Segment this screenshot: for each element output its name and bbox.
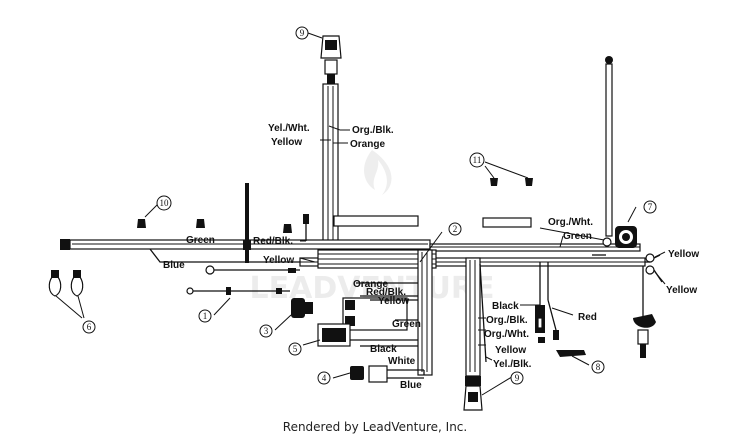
callout-10: 10: [156, 195, 172, 211]
callout-11: 11: [469, 152, 485, 168]
callout-9-top: 9: [295, 26, 309, 40]
label-org-wht-right2: Org./Wht.: [484, 329, 529, 340]
callout-5: 5: [288, 342, 302, 356]
label-black-mid: Black: [370, 344, 397, 355]
left-components: [48, 183, 309, 319]
svg-text:8: 8: [596, 362, 601, 372]
svg-text:6: 6: [87, 322, 92, 332]
svg-text:1: 1: [203, 311, 208, 321]
callout-7: 7: [643, 200, 657, 214]
label-yellow-right3: Yellow: [495, 345, 526, 356]
label-yel-wht: Yel./Wht.: [268, 123, 310, 134]
svg-text:10: 10: [160, 198, 170, 208]
label-black-right: Black: [492, 301, 519, 312]
label-org-blk-right: Org./Blk.: [486, 315, 528, 326]
label-yel-blk: Yel./Blk.: [493, 359, 532, 370]
label-orange-mid: Orange: [353, 279, 388, 290]
center-components: [291, 215, 532, 383]
label-yellow-top: Yellow: [271, 137, 302, 148]
callout-8: 8: [591, 360, 605, 374]
svg-text:9: 9: [300, 28, 305, 38]
harness-top-vertical: [320, 35, 342, 260]
callout-3: 3: [259, 324, 273, 338]
label-red-right: Red: [578, 312, 597, 323]
label-red-blk-mid: Red/Blk.: [366, 287, 406, 298]
footer-credit: Rendered by LeadVenture, Inc.: [283, 420, 467, 434]
label-org-wht-right: Org./Wht.: [548, 217, 593, 228]
svg-text:9: 9: [515, 373, 520, 383]
label-org-blk-top: Org./Blk.: [352, 125, 394, 136]
svg-text:11: 11: [473, 155, 482, 165]
label-red-blk: Red/Blk.: [253, 236, 293, 247]
callout-2: 2: [448, 222, 462, 236]
label-blue-bottom: Blue: [400, 380, 422, 391]
callout-4: 4: [317, 371, 331, 385]
callout-1: 1: [198, 309, 212, 323]
svg-text:2: 2: [453, 224, 458, 234]
svg-text:4: 4: [322, 373, 327, 383]
svg-text:5: 5: [293, 344, 298, 354]
watermark: LEADVENTURE: [250, 150, 494, 306]
callouts: 9 10 11 2 7 1 6 3: [82, 26, 657, 385]
label-orange-top: Orange: [350, 139, 385, 150]
svg-text:7: 7: [648, 202, 653, 212]
svg-text:3: 3: [264, 326, 269, 336]
label-green-mid: Green: [392, 319, 421, 330]
wire-labels: Yel./Wht. Org./Blk. Yellow Orange Green …: [163, 123, 699, 391]
label-white-mid: White: [388, 356, 416, 367]
label-yellow-right2: Yellow: [666, 285, 697, 296]
label-green-left: Green: [186, 235, 215, 246]
label-yellow-mid2: Yellow: [378, 296, 409, 307]
label-yellow-mid: Yellow: [263, 255, 294, 266]
label-green-right: Green: [563, 231, 592, 242]
callout-9-bottom: 9: [510, 371, 524, 385]
label-blue-left: Blue: [163, 260, 185, 271]
callout-6: 6: [82, 320, 96, 334]
label-yellow-right1: Yellow: [668, 249, 699, 260]
leader-lines: [144, 32, 666, 396]
right-components: [463, 56, 663, 411]
